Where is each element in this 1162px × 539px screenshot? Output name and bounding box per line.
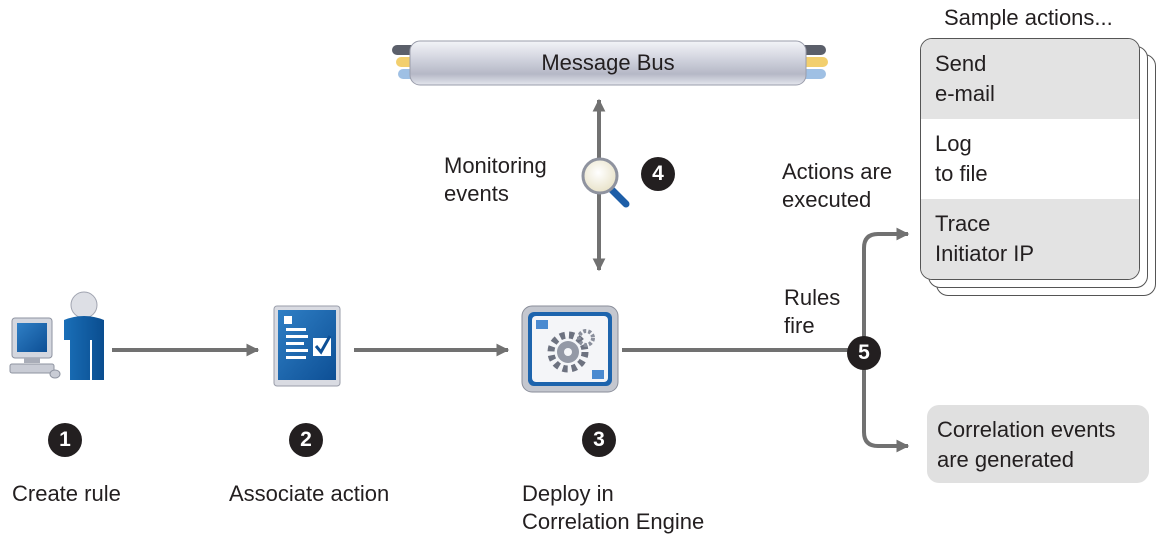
arrow-fork-to-actions [862,227,910,350]
rules-fire-label: Rules fire [784,285,841,338]
magnifier-icon [581,157,630,208]
action-label: Trace Initiator IP [935,211,1035,266]
action-trace-initiator-ip: Trace Initiator IP [921,199,1139,279]
action-form-icon [273,305,341,387]
step-1-label: Create rule [12,481,121,506]
gear-engine-icon [521,305,619,393]
step-3-badge: 3 [582,423,616,457]
step-2-badge: 2 [289,423,323,457]
arrow-fork-to-correlation [862,350,910,453]
step-5-badge: 5 [847,336,881,370]
message-bus [392,40,828,86]
action-label: Log to file [935,131,988,186]
action-label: Send e-mail [935,51,995,106]
action-log-to-file: Log to file [921,119,1139,199]
step-1-badge: 1 [48,423,82,457]
correlation-events-label: Correlation events are generated [937,417,1116,472]
correlation-events-box: Correlation events are generated [927,405,1149,483]
action-send-email: Send e-mail [921,39,1139,119]
sample-actions-card: Send e-mail Log to file Trace Initiator … [920,38,1140,280]
actions-executed-label: Actions are executed [782,159,893,212]
monitoring-events-label: Monitoring events [444,153,547,206]
sample-actions-title: Sample actions... [944,5,1113,30]
step-3-label: Deploy in Correlation Engine [522,481,705,534]
step-2-label: Associate action [229,481,390,506]
step-4-badge: 4 [641,157,675,191]
message-bus-label: Message Bus [541,50,675,75]
sample-actions-stack: Send e-mail Log to file Trace Initiator … [918,36,1158,296]
user-computer-icon [9,291,104,380]
